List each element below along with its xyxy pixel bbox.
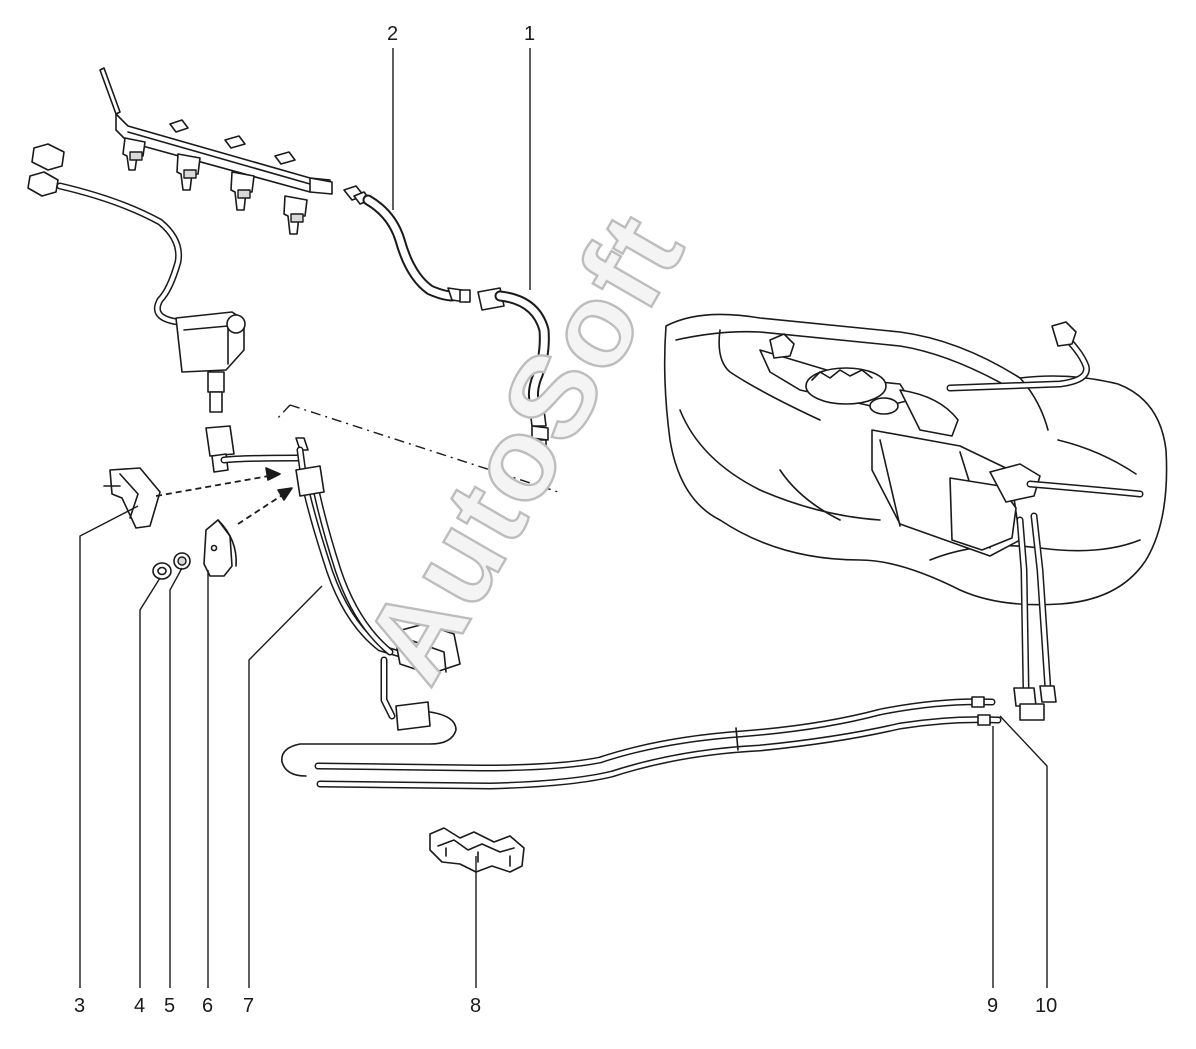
leader-5 <box>169 567 183 988</box>
assembly-arrows <box>155 467 293 525</box>
callout-labels: 1 2 3 4 5 6 7 8 9 10 <box>74 23 1057 1017</box>
wiring-harness <box>27 143 183 326</box>
callout-7: 7 <box>243 995 254 1017</box>
injector-2 <box>176 153 201 191</box>
injector-1 <box>122 137 146 171</box>
callout-10: 10 <box>1035 995 1057 1017</box>
watermark: AutoSoft <box>338 192 709 703</box>
washer-5 <box>173 552 191 570</box>
guide-line <box>289 404 559 493</box>
guide-line-short <box>275 404 291 421</box>
bracket-3 <box>103 467 161 529</box>
clip-8 <box>429 827 525 873</box>
fuel-line-7 <box>205 425 461 777</box>
leader-4 <box>139 577 161 988</box>
fuel-rail-assembly <box>99 67 333 235</box>
callout-1: 1 <box>524 23 535 45</box>
fuel-hose-2 <box>343 185 471 303</box>
callout-4: 4 <box>134 995 145 1017</box>
pressure-regulator <box>175 311 246 413</box>
leader-3 <box>79 505 139 988</box>
callout-2: 2 <box>387 23 398 45</box>
leader-10 <box>999 715 1048 988</box>
callout-9: 9 <box>987 995 998 1017</box>
leader-7 <box>248 585 323 988</box>
injector-4 <box>283 195 308 235</box>
leader-lines <box>79 48 1048 988</box>
callout-8: 8 <box>470 995 481 1017</box>
fuel-hose-1 <box>477 287 550 453</box>
fuel-tank <box>663 313 1168 721</box>
callout-5: 5 <box>164 995 175 1017</box>
injector-3 <box>230 171 255 211</box>
nut-4 <box>152 562 172 580</box>
underbody-fuel-lines <box>314 696 1002 790</box>
callout-3: 3 <box>74 995 85 1017</box>
callout-6: 6 <box>202 995 213 1017</box>
clip-6 <box>203 519 237 577</box>
